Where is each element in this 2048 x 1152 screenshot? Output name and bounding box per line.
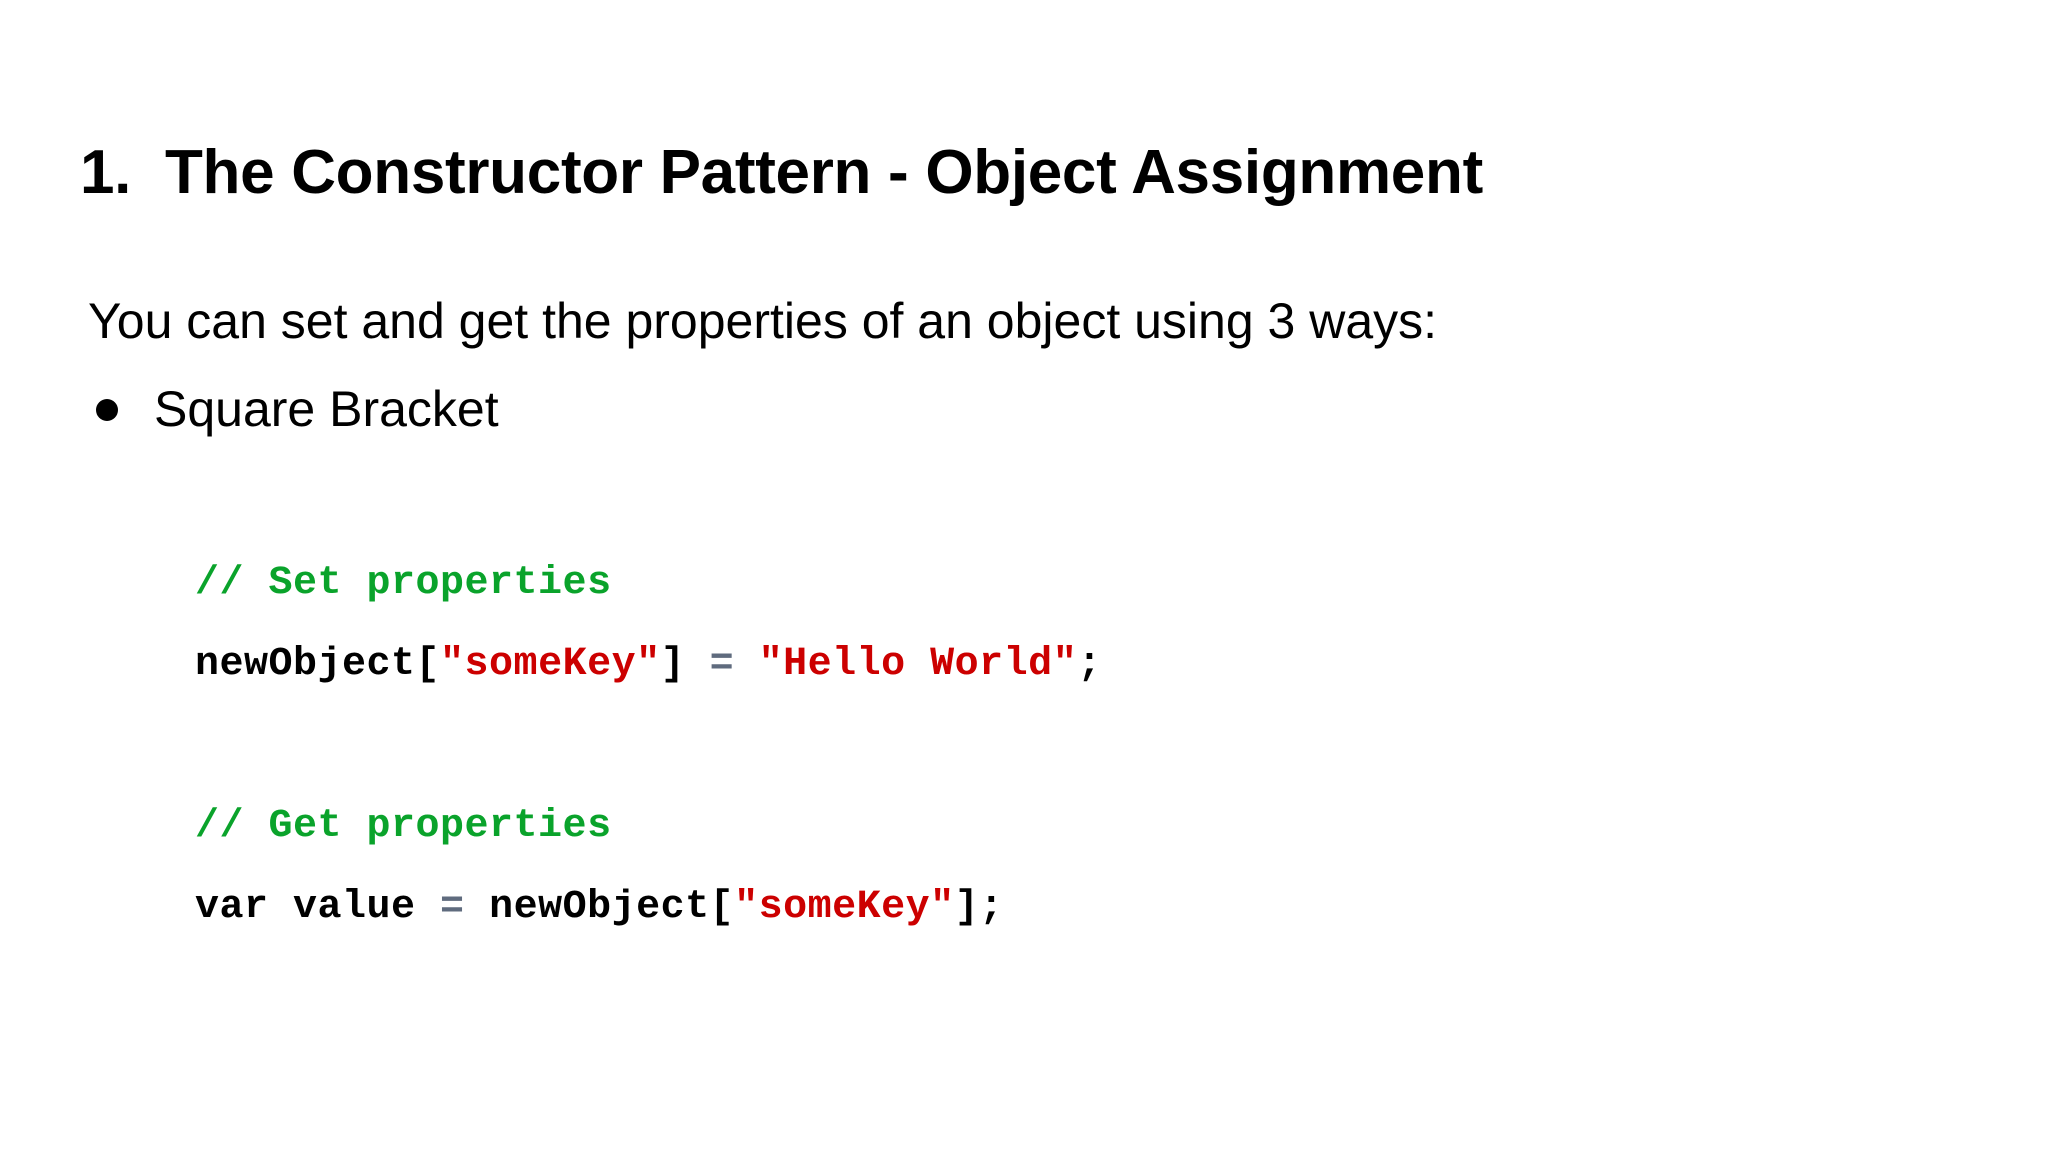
code-token-op: = — [440, 885, 465, 930]
list-item: Square Bracket — [96, 382, 499, 437]
code-line-spacer — [195, 705, 1102, 786]
code-line-get-statement: var value = newObject["someKey"]; — [195, 867, 1102, 948]
code-token-string: "someKey" — [734, 885, 955, 930]
code-token-plain: ] — [660, 642, 710, 687]
code-token-plain: var value — [195, 885, 441, 930]
code-token-plain: ]; — [954, 885, 1004, 930]
code-token-plain: newObject[ — [464, 885, 735, 930]
bullet-dot-icon — [96, 383, 154, 429]
code-block: // Set properties newObject["someKey"] = … — [195, 543, 1102, 948]
code-token-plain: ; — [1077, 642, 1102, 687]
code-token-plain — [734, 642, 759, 687]
code-token-string: "Hello World" — [758, 642, 1078, 687]
slide-subtitle: You can set and get the properties of an… — [88, 293, 1438, 349]
code-line-set-comment: // Set properties — [195, 543, 1102, 624]
code-token-comment: // Get properties — [195, 804, 612, 849]
bullet-list: Square Bracket — [96, 382, 499, 437]
code-line-get-comment: // Get properties — [195, 786, 1102, 867]
code-token-comment: // Set properties — [195, 561, 612, 606]
page-title: 1. The Constructor Pattern - Object Assi… — [80, 137, 1483, 207]
code-token-string: "someKey" — [440, 642, 661, 687]
bullet-item-label: Square Bracket — [154, 381, 499, 437]
code-line-set-statement: newObject["someKey"] = "Hello World"; — [195, 624, 1102, 705]
code-token-plain: newObject[ — [195, 642, 441, 687]
code-token-op: = — [709, 642, 735, 687]
